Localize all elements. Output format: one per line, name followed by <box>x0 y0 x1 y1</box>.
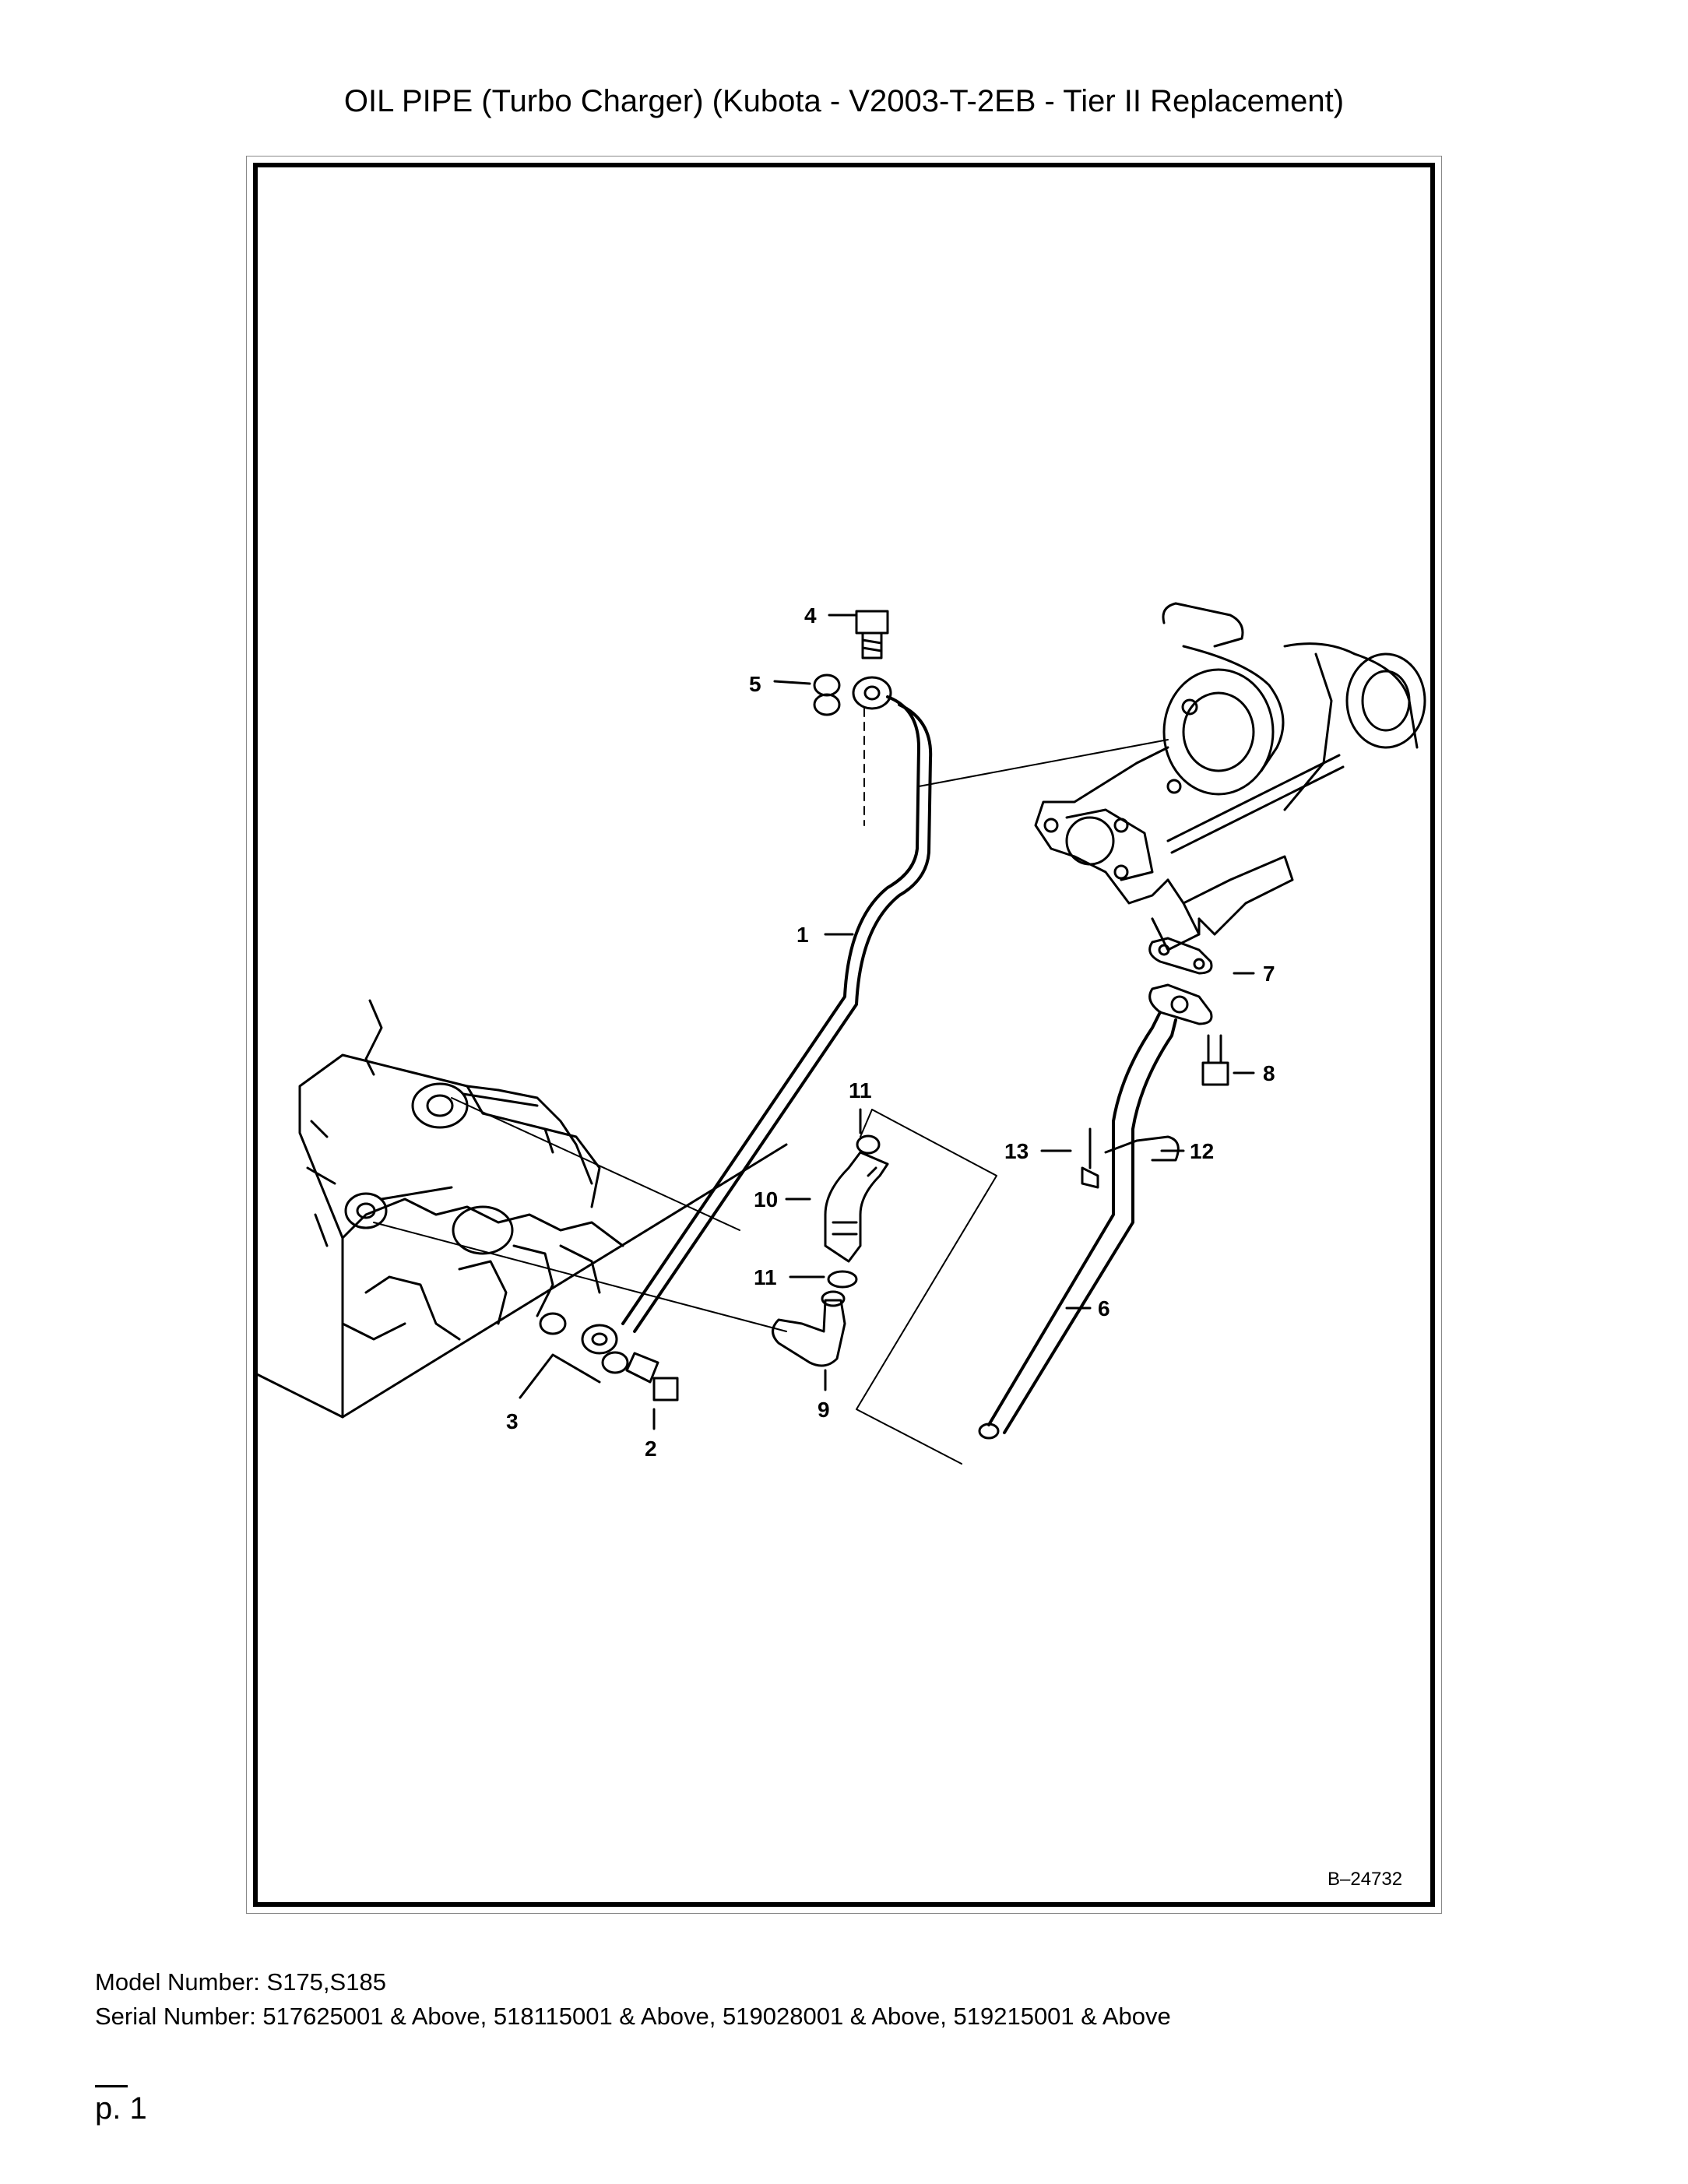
page-number: p. 1 <box>95 2091 147 2126</box>
callout-4: 4 <box>804 603 817 628</box>
callout-3: 3 <box>506 1409 519 1433</box>
callout-10: 10 <box>754 1187 778 1212</box>
banjo-bolt-4 <box>855 610 889 659</box>
callout-1: 1 <box>797 923 809 947</box>
serial-number: Serial Number: 517625001 & Above, 518115… <box>95 2003 1171 2030</box>
callout-8: 8 <box>1263 1061 1275 1085</box>
page-number-rule <box>95 2085 128 2087</box>
bolt-8 <box>1201 1034 1229 1086</box>
callout-7: 7 <box>1263 962 1275 986</box>
oil-pipe-1 <box>581 676 933 1355</box>
elbow-9 <box>772 1290 846 1367</box>
callout-12: 12 <box>1190 1139 1214 1163</box>
callout-2: 2 <box>645 1437 657 1461</box>
callout-6: 6 <box>1098 1296 1110 1321</box>
figure-reference: B–24732 <box>1328 1869 1403 1890</box>
callout-9: 9 <box>818 1398 830 1422</box>
callout-11-top: 11 <box>849 1078 872 1103</box>
callout-5: 5 <box>749 672 761 696</box>
engine-block-drawing <box>255 999 788 1419</box>
clamp-12 <box>1081 1127 1180 1189</box>
callout-13: 13 <box>1004 1139 1029 1163</box>
page-title: OIL PIPE (Turbo Charger) (Kubota - V2003… <box>343 84 1345 118</box>
callout-11-bottom: 11 <box>754 1265 777 1289</box>
bolt-2 <box>625 1352 679 1401</box>
return-pipe-6 <box>978 983 1213 1440</box>
diagram-frame <box>246 156 1442 1914</box>
hose-10 <box>824 1151 889 1263</box>
gasket-7 <box>1148 937 1213 975</box>
turbocharger-drawing <box>1034 602 1426 951</box>
diagram-border <box>253 163 1435 1907</box>
model-number: Model Number: S175,S185 <box>95 1968 386 1996</box>
